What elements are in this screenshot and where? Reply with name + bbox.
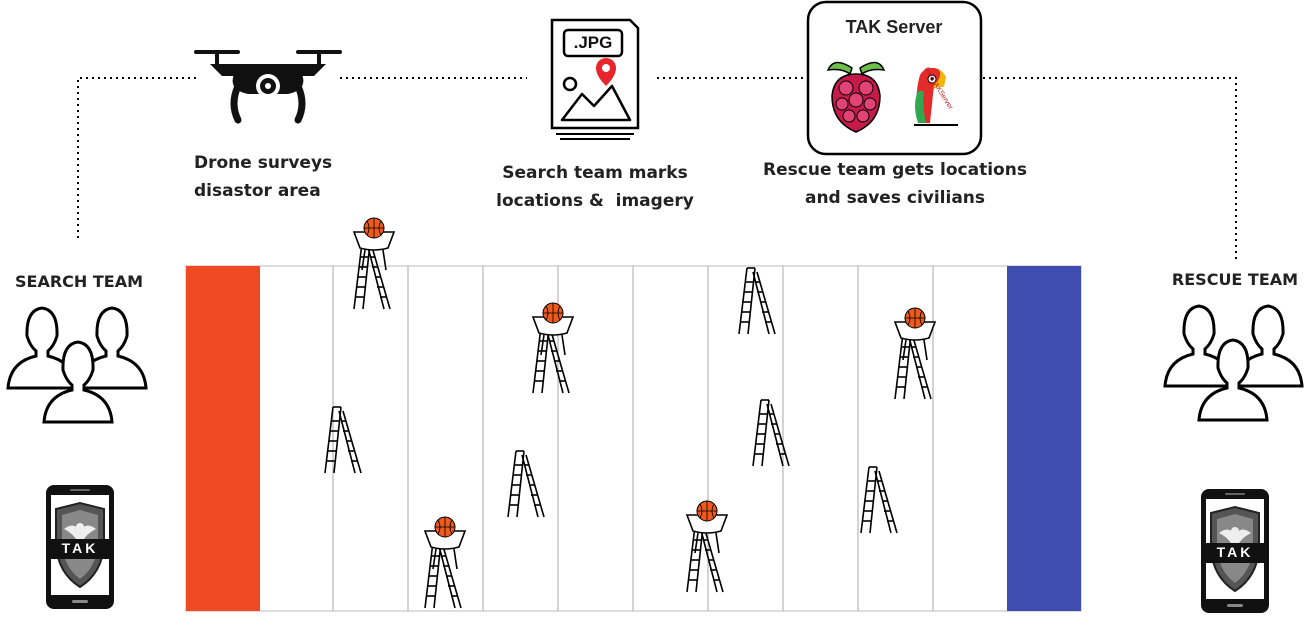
search-marks-caption-line-2: locations & imagery xyxy=(496,191,694,211)
rescue-gets-caption: Rescue team gets locations and saves civ… xyxy=(757,156,1033,212)
phone-tak-logo-text: TAK xyxy=(1217,544,1254,560)
search-marks-caption-line-1: Search team marks xyxy=(502,163,688,183)
rescue-team-label: RESCUE TEAM xyxy=(1171,270,1299,289)
phone-tak-logo-text: TAK xyxy=(62,540,99,556)
tak-server-box: TAK Server FreeTAKServer xyxy=(806,0,983,156)
workflow-dotted-path xyxy=(77,77,1237,262)
group-of-people-icon xyxy=(1163,304,1304,422)
search-team-end-zone xyxy=(186,266,260,611)
rescue-team-end-zone xyxy=(1007,266,1081,611)
smartphone-tak-app-icon: TAK xyxy=(45,484,115,610)
rescue-gets-caption-line-1: Rescue team gets locations xyxy=(763,160,1027,180)
smartphone-tak-app-icon: TAK xyxy=(1200,488,1270,614)
search-team-label: SEARCH TEAM xyxy=(14,272,143,291)
jpg-image-file-icon xyxy=(550,18,640,140)
drone-caption-line-1: Drone surveys xyxy=(194,153,333,173)
jpg-file-label: .JPG xyxy=(574,33,613,52)
drone-icon xyxy=(194,50,342,124)
tak-server-title: TAK Server xyxy=(846,17,943,37)
disaster-area-field xyxy=(185,265,1082,612)
raspberry-pi-icon xyxy=(826,61,886,133)
drone-caption: Drone surveys disastor area xyxy=(194,149,332,205)
drone-caption-line-2: disastor area xyxy=(194,181,321,201)
search-marks-caption: Search team marks locations & imagery xyxy=(490,159,700,215)
rescue-gets-caption-line-2: and saves civilians xyxy=(804,188,986,208)
group-of-people-icon xyxy=(6,306,148,424)
